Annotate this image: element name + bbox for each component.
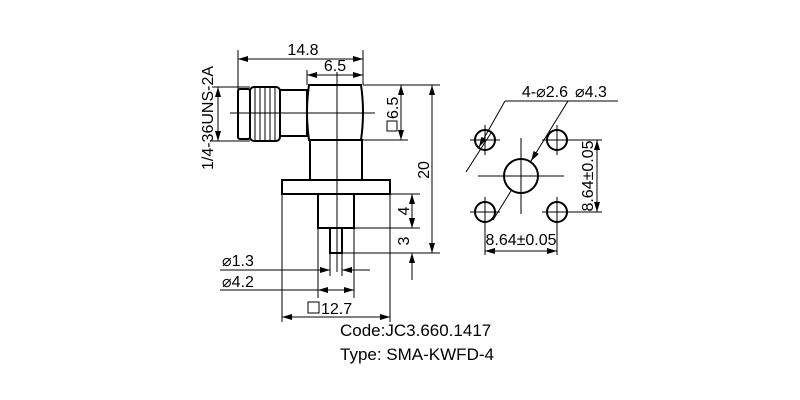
dim-cylinder-diameter: ⌀4.2 — [222, 274, 254, 291]
footprint-view: 4-⌀2.6 ⌀4.3 8.64±0.05 8.64±0.05 — [465, 84, 618, 255]
flange — [281, 179, 391, 195]
dim-hex-width: 6.5 — [324, 58, 346, 75]
thread — [249, 86, 281, 142]
dim-horizontal-spacing: 8.64±0.05 — [485, 232, 556, 249]
pin — [329, 227, 343, 254]
dim-flange-square: 12.7 — [307, 301, 352, 318]
square-symbol-icon — [386, 120, 398, 132]
square-symbol-icon — [307, 301, 320, 314]
dim-overall-length: 14.8 — [287, 42, 318, 59]
dim-thread: 1/4-36UNS-2A — [200, 66, 217, 170]
product-code: Code:JC3.660.1417 — [340, 321, 491, 340]
dim-hex-square: 6.5 — [385, 97, 402, 132]
dim-height: 20 — [416, 161, 433, 179]
svg-text:12.7: 12.7 — [321, 301, 352, 318]
dim-pin-length: 3 — [396, 236, 413, 245]
dim-holes: 4-⌀2.6 — [522, 84, 568, 101]
side-view: 14.8 6.5 1/4-36UNS-2A 6.5 20 4 3 ⌀1.3 ⌀4… — [200, 42, 440, 322]
dim-center-hole: ⌀4.3 — [575, 84, 607, 101]
dim-pin-diameter: ⌀1.3 — [222, 253, 254, 270]
svg-text:6.5: 6.5 — [385, 97, 402, 119]
dim-cylinder-length: 4 — [396, 206, 413, 215]
connector-outline — [230, 72, 391, 272]
dim-vertical-spacing: 8.64±0.05 — [580, 140, 597, 211]
product-type: Type: SMA-KWFD-4 — [340, 345, 494, 364]
